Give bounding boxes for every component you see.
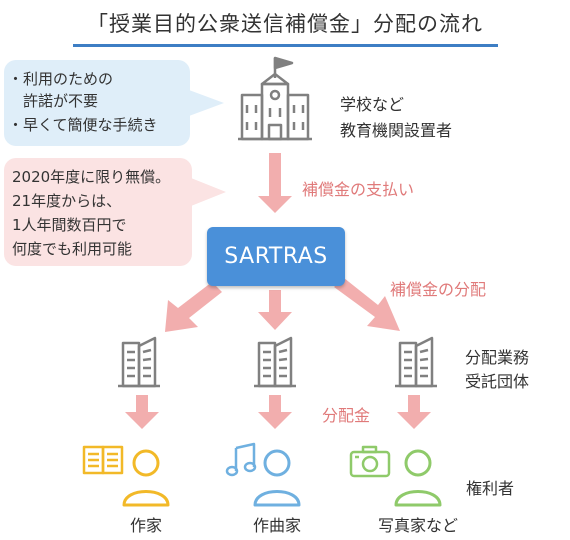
pricing-line-2: 21年度からは、: [12, 192, 122, 210]
arrow-right-down: [397, 395, 431, 429]
page-title: 「授業目的公衆送信補償金」分配の流れ: [87, 12, 483, 36]
camera-icon: [349, 445, 391, 478]
benefit-line-3: ・早くて簡便な手続き: [8, 116, 158, 134]
person-icon: [122, 449, 170, 507]
flow-arrows: [125, 153, 431, 429]
payment-label: 補償金の支払い: [302, 180, 415, 199]
school-label-line-2: 教育機関設置者: [340, 121, 453, 140]
arrow-school-to-sartras: [258, 153, 292, 213]
music-note-icon: [225, 442, 257, 477]
pricing-bubble: 2020年度に限り無償。 21年度からは、 1人年間数百円で 何度でも利用可能: [4, 158, 192, 266]
arrow-sartras-to-right: [334, 278, 400, 331]
arrow-center-down: [258, 395, 292, 429]
distribution-label: 補償金の分配: [390, 280, 487, 299]
building-icon: [254, 336, 296, 388]
recipient-composer: 作曲家: [252, 516, 301, 535]
fee-label: 分配金: [322, 406, 371, 425]
title-underline: [73, 44, 498, 47]
benefits-bubble-tail: [189, 90, 224, 116]
arrow-sartras-to-left: [165, 282, 222, 332]
sartras-box: SARTRAS: [207, 227, 345, 286]
recipient-writer: 作家: [129, 516, 162, 535]
benefits-bubble: ・利用のための 許諾が不要 ・早くて簡便な手続き: [4, 60, 190, 146]
benefit-line-1: ・利用のための: [8, 70, 114, 88]
benefit-line-2: 許諾が不要: [8, 92, 99, 110]
org-label-line-2: 受託団体: [465, 372, 530, 391]
pricing-line-3: 1人年間数百円で: [12, 216, 127, 234]
pricing-bubble-tail: [191, 178, 226, 206]
building-icon: [118, 336, 160, 388]
pricing-line-1: 2020年度に限り無償。: [12, 168, 171, 186]
building-icon: [395, 336, 437, 388]
pricing-line-4: 何度でも利用可能: [12, 240, 133, 258]
person-icon: [394, 449, 442, 507]
school-label-line-1: 学校など: [340, 95, 405, 114]
person-icon: [253, 449, 301, 507]
school-icon: [238, 56, 312, 141]
arrow-left-down: [125, 395, 159, 429]
rights-holder-label: 権利者: [466, 479, 515, 498]
recipient-photographer: 写真家など: [377, 516, 458, 535]
arrow-sartras-to-center: [258, 290, 292, 330]
org-label-line-1: 分配業務: [465, 348, 530, 367]
book-icon: [82, 445, 124, 475]
